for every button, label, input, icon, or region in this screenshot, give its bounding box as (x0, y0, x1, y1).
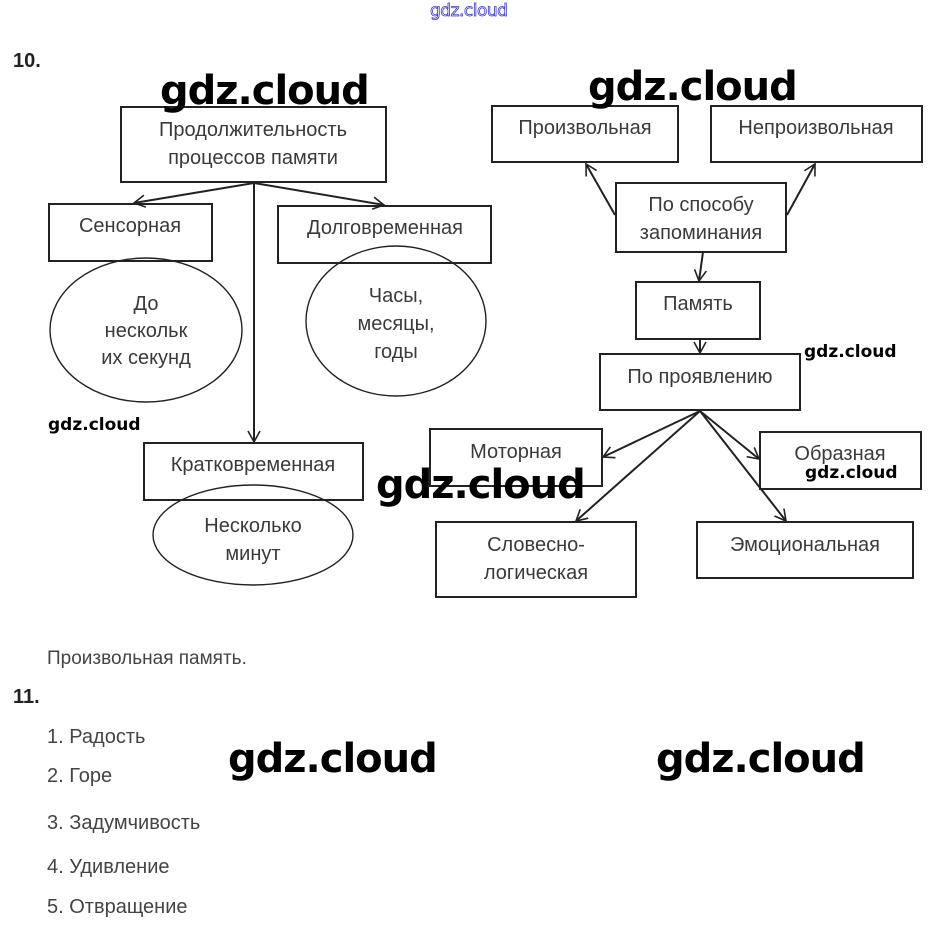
sensory-duration-line2: нескольк (105, 320, 188, 342)
arrow-manifestation-verbal (574, 410, 701, 523)
voluntary-label: Произвольная (518, 117, 651, 139)
involuntary-box (710, 105, 923, 163)
long-term-duration-ellipse (305, 245, 487, 397)
figurative-box (759, 431, 922, 490)
by-manifestation-label: По проявлению (627, 366, 772, 388)
sensory-duration-line3: их секунд (101, 347, 191, 369)
watermark-big: gdz.cloud (656, 736, 866, 782)
watermark-small: gdz.cloud (805, 463, 898, 483)
list-item: 4. Удивление (47, 856, 170, 878)
verbal-logical-label-line1: Словесно- (487, 534, 585, 556)
watermark-big: gdz.cloud (160, 68, 370, 114)
figurative-label: Образная (794, 443, 885, 465)
arrow-root-sensory (132, 182, 255, 208)
root-label-line1: Продолжительность (159, 119, 347, 141)
short-term-duration-line2: минут (225, 543, 280, 565)
sensory-box (48, 203, 213, 262)
by-method-label-line2: запоминания (640, 222, 762, 244)
arrow-method-voluntary (585, 162, 616, 216)
emotional-label: Эмоциональная (730, 534, 880, 556)
sensory-duration-ellipse (49, 257, 243, 403)
by-method-box (615, 182, 787, 253)
short-term-duration-line1: Несколько (204, 515, 301, 537)
watermark-big: gdz.cloud (376, 462, 586, 508)
long-term-duration-line2: месяцы, (357, 313, 434, 335)
by-method-label-line1: По способу (648, 194, 753, 216)
task-11-number: 11. (13, 686, 40, 708)
short-term-label: Кратковременная (171, 454, 336, 476)
watermark-small: gdz.cloud (48, 415, 141, 435)
list-item: 2. Горе (47, 765, 113, 787)
sensory-label: Сенсорная (79, 215, 181, 237)
task-10-number: 10. (13, 50, 41, 72)
memory-label: Память (663, 293, 733, 315)
motor-label: Моторная (470, 441, 562, 463)
arrow-manifestation-motor (601, 410, 701, 459)
memory-diagrams: Продолжительность процессов памяти Сенсо… (48, 105, 923, 598)
watermark-big: gdz.cloud (228, 736, 438, 782)
arrow-manifestation-emotional (699, 410, 788, 523)
watermark-small: gdz.cloud (804, 342, 897, 362)
task-10-answer: Произвольная память. (47, 648, 247, 669)
involuntary-label: Непроизвольная (738, 117, 893, 139)
arrow-root-long-term (253, 182, 386, 210)
voluntary-box (491, 105, 679, 163)
short-term-duration-ellipse (152, 484, 354, 586)
watermark-big: gdz.cloud (588, 64, 798, 110)
arrow-method-memory (693, 251, 708, 283)
verbal-logical-box (435, 521, 637, 598)
emotional-box (696, 521, 914, 579)
list-item: 3. Задумчивость (47, 812, 201, 834)
arrow-manifestation-figurative (699, 410, 761, 461)
root-label-line2: процессов памяти (168, 147, 338, 169)
sensory-duration-line1: До (134, 293, 159, 315)
long-term-label: Долговременная (307, 217, 463, 239)
long-term-duration-line1: Часы, (369, 285, 423, 307)
list-item: 1. Радость (47, 726, 146, 748)
root-box (120, 106, 387, 183)
verbal-logical-label-line2: логическая (484, 562, 588, 584)
list-item: 5. Отвращение (47, 896, 188, 918)
long-term-duration-line3: годы (374, 341, 418, 363)
arrow-method-involuntary (786, 162, 816, 216)
header-watermark: gdz.cloud (430, 1, 509, 22)
